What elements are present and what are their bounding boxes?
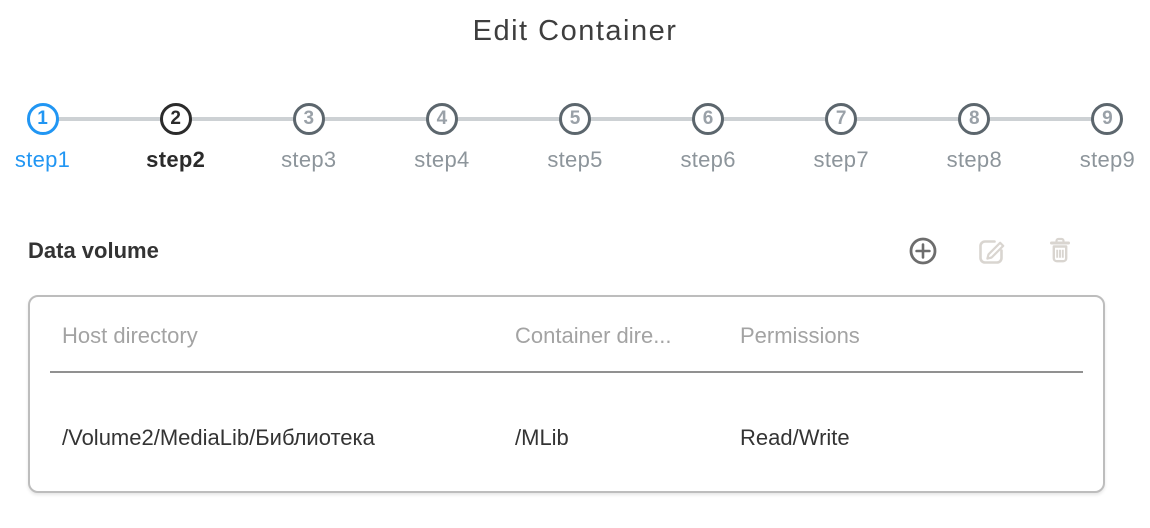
data-volume-section-header: Data volume xyxy=(28,235,1074,267)
cell-container-directory: /MLib xyxy=(515,425,569,450)
step-7-circle: 7 xyxy=(825,103,858,135)
step-5-circle: 5 xyxy=(558,103,591,135)
edit-volume-button[interactable] xyxy=(976,235,1008,267)
step-8-circle: 8 xyxy=(958,103,991,135)
trash-icon xyxy=(1046,236,1074,266)
step-3-label: step3 xyxy=(281,147,337,172)
plus-circle-icon xyxy=(908,236,938,266)
step-4-circle: 4 xyxy=(425,103,458,135)
delete-volume-button[interactable] xyxy=(1046,236,1074,266)
column-header-permissions: Permissions xyxy=(740,323,860,348)
cell-host-directory: /Volume2/MediaLib/Библиотека xyxy=(62,425,375,450)
step-9-circle: 9 xyxy=(1091,103,1124,135)
step-6-circle: 6 xyxy=(692,103,725,135)
cell-permissions: Read/Write xyxy=(740,425,850,450)
step-1[interactable]: 1 step1 xyxy=(0,103,109,171)
step-4[interactable]: 4 step4 xyxy=(375,103,508,171)
step-3-circle: 3 xyxy=(292,103,325,135)
table-header-divider xyxy=(50,371,1083,373)
column-header-container-directory: Container dire... xyxy=(515,323,672,348)
add-volume-button[interactable] xyxy=(908,236,938,266)
data-volume-toolbar xyxy=(908,235,1074,267)
step-2-circle: 2 xyxy=(159,103,192,135)
wizard-stepper: 1 step1 2 step2 3 step3 4 step4 5 step5 … xyxy=(0,103,1150,171)
step-8[interactable]: 8 step8 xyxy=(908,103,1041,171)
section-title-data-volume: Data volume xyxy=(28,238,159,263)
step-9-label: step9 xyxy=(1079,147,1136,172)
column-header-host-directory: Host directory xyxy=(62,323,198,348)
step-5-label: step5 xyxy=(547,147,603,172)
step-6[interactable]: 6 step6 xyxy=(642,103,775,171)
step-1-label: step1 xyxy=(14,147,71,172)
step-7[interactable]: 7 step7 xyxy=(775,103,908,171)
page-title: Edit Container xyxy=(472,15,678,47)
step-1-circle: 1 xyxy=(26,103,59,135)
table-row[interactable]: /Volume2/MediaLib/Библиотека /MLib Read/… xyxy=(30,373,1103,491)
step-9[interactable]: 9 step9 xyxy=(1041,103,1150,171)
edit-pencil-icon xyxy=(976,235,1008,267)
step-7-label: step7 xyxy=(813,147,869,172)
step-8-label: step8 xyxy=(946,147,1002,172)
step-6-label: step6 xyxy=(680,147,736,172)
step-2[interactable]: 2 step2 xyxy=(109,103,242,171)
step-2-label: step2 xyxy=(146,147,206,172)
step-4-label: step4 xyxy=(414,147,470,172)
step-3[interactable]: 3 step3 xyxy=(242,103,375,171)
table-header-row: Host directory Container dire... Permiss… xyxy=(30,297,1103,349)
step-5[interactable]: 5 step5 xyxy=(508,103,641,171)
data-volume-table: Host directory Container dire... Permiss… xyxy=(28,295,1105,493)
